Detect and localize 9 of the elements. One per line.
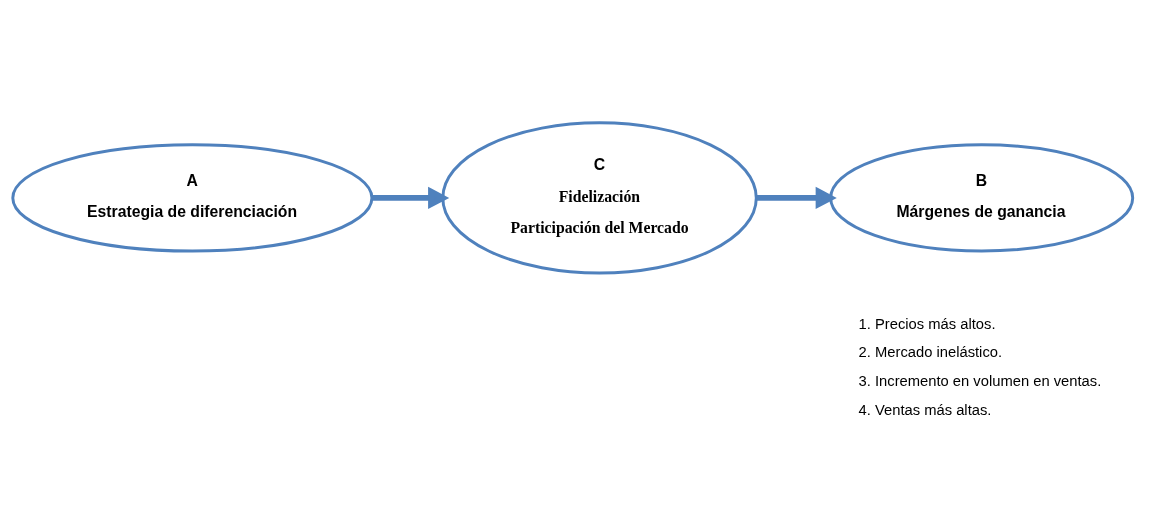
arrow [756,186,837,209]
label: 1. Precios más altos. [858,315,996,332]
label: 2. Mercado inelástico. [858,343,1003,360]
node-ellipse: C Fidelización Participación del Mercado [441,120,758,274]
node-ellipse: A Estrategia de diferenciación [11,142,374,252]
node-ellipse: B Márgenes de ganancia [829,142,1135,252]
label: 4. Ventas más altas. [858,401,992,418]
label: 3. Incremento en volumen en ventas. [858,372,1102,389]
arrow [372,186,450,209]
